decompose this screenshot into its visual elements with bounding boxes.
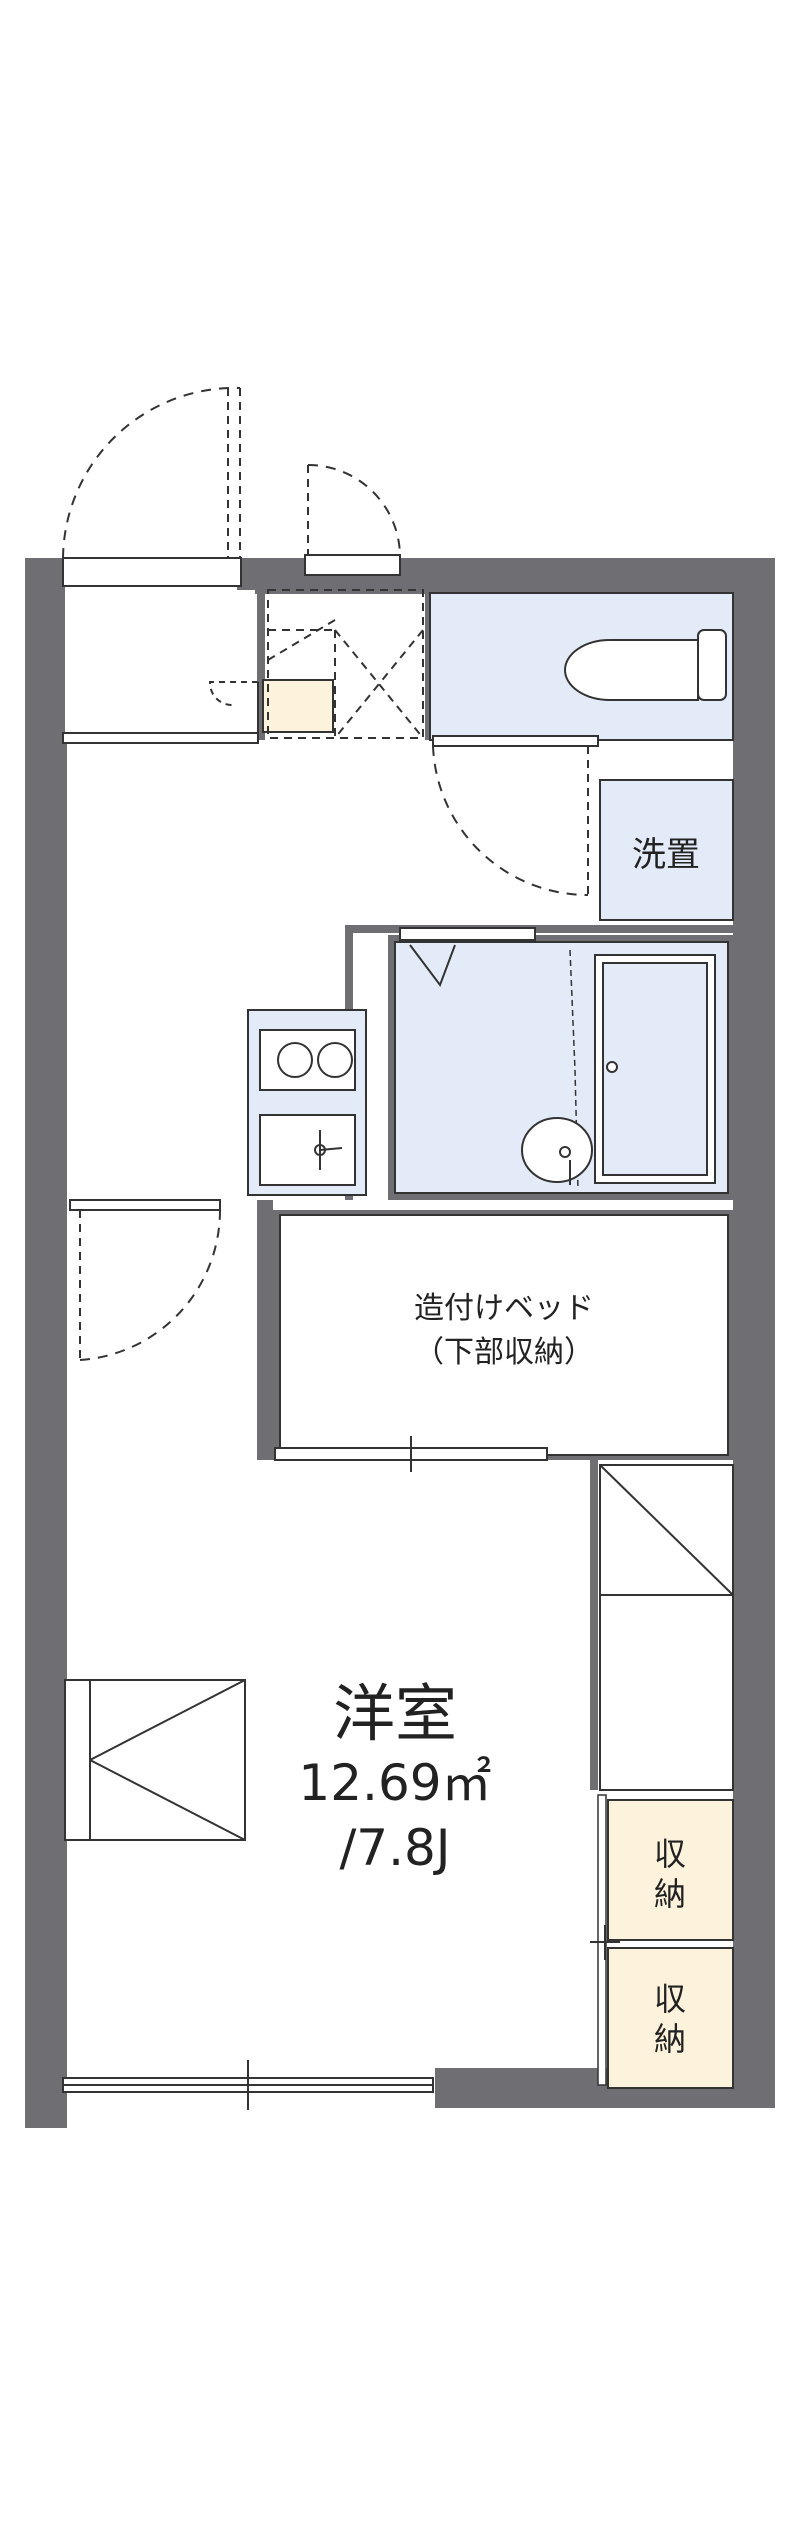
toilet-room xyxy=(429,592,734,741)
door-swing-icon xyxy=(409,944,456,988)
bathtub-icon xyxy=(594,954,716,1184)
washer-space: 洗置 xyxy=(599,779,734,921)
unit-bath xyxy=(388,927,735,1200)
storage-units: 収 納 収 納 xyxy=(590,1794,734,2089)
washer-label: 洗置 xyxy=(632,835,700,875)
entrance-door xyxy=(62,386,242,587)
bed-label-line1: 造付けベッド xyxy=(414,1291,594,1326)
room-area: 12.69㎡ xyxy=(298,1754,491,1812)
built-in-bed: 造付けベッド （下部収納） xyxy=(273,1210,735,1472)
door-swing-icon xyxy=(307,464,401,556)
room-door xyxy=(69,1199,222,1361)
stove-icon xyxy=(259,1029,356,1091)
room-name: 洋室 xyxy=(333,1677,457,1750)
duct-space xyxy=(267,589,424,739)
door-swing-icon xyxy=(79,1209,222,1361)
shoe-box xyxy=(262,679,334,733)
bed-label-line2: （下部収納） xyxy=(414,1335,594,1370)
toilet-icon xyxy=(564,629,727,701)
storage-1-label-2: 納 xyxy=(654,1875,686,1913)
washroom-door xyxy=(432,735,599,896)
kitchen xyxy=(247,1009,367,1196)
closet xyxy=(599,1464,734,1791)
entry-area xyxy=(62,590,334,744)
utility-door xyxy=(304,464,401,576)
window-icon xyxy=(62,2060,434,2110)
storage-1-label-1: 収 xyxy=(654,1835,686,1873)
sink-icon xyxy=(259,1114,356,1186)
western-room: 洋室 12.69㎡ /7.8J xyxy=(298,1677,491,1877)
tv-stand xyxy=(64,1679,246,1841)
door-swing-icon xyxy=(62,386,241,559)
door-swing-icon xyxy=(432,745,589,896)
storage-2-label-1: 収 xyxy=(654,1980,686,2018)
storage-2-label-2: 納 xyxy=(654,2020,686,2058)
room-size: /7.8J xyxy=(339,1819,450,1877)
washbasin-icon xyxy=(521,1117,593,1185)
